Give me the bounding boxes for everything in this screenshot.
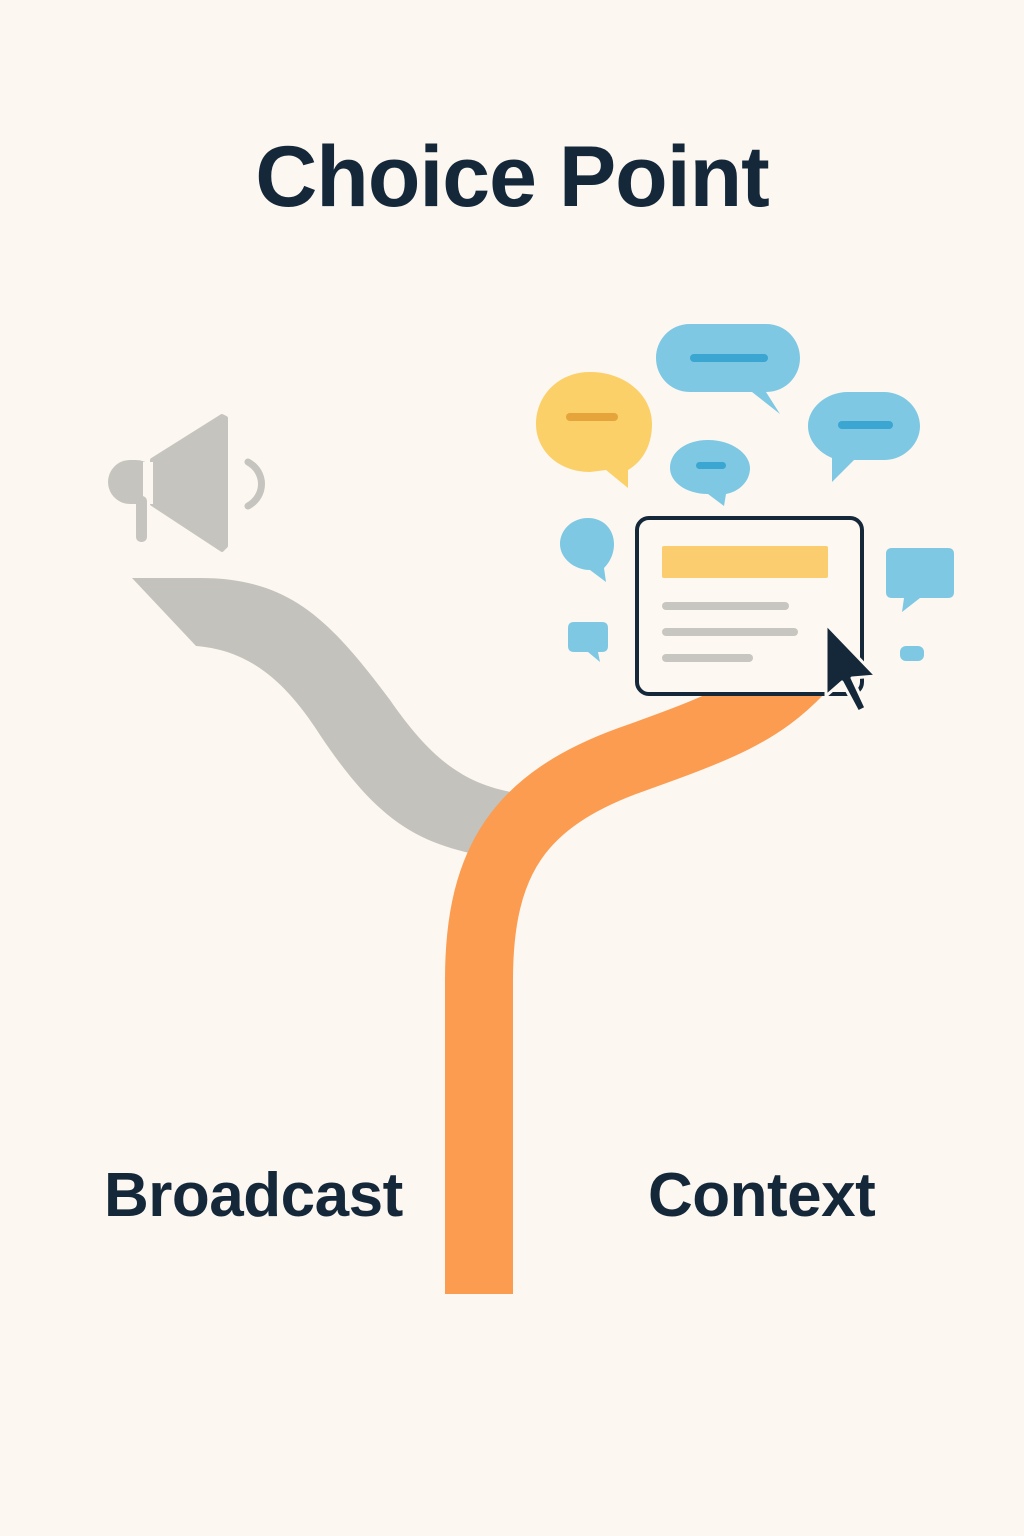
chat-bubble-icon (670, 440, 750, 506)
context-label: Context (648, 1161, 876, 1230)
chat-bubble-icon (568, 622, 608, 662)
content-card-icon (635, 516, 864, 696)
chat-bubble-icon (560, 518, 614, 582)
chat-dot-icon (900, 646, 924, 661)
context-path (445, 646, 825, 1294)
broadcast-label: Broadcast (104, 1161, 403, 1230)
page-title: Choice Point (255, 129, 770, 225)
chat-bubble-icon (656, 324, 800, 414)
chat-bubble-icon (808, 392, 920, 482)
broadcast-path (132, 578, 530, 855)
chat-bubble-icon (536, 372, 652, 488)
chat-bubble-icon (886, 548, 954, 612)
megaphone-icon (108, 414, 265, 552)
cursor-icon (824, 622, 878, 714)
